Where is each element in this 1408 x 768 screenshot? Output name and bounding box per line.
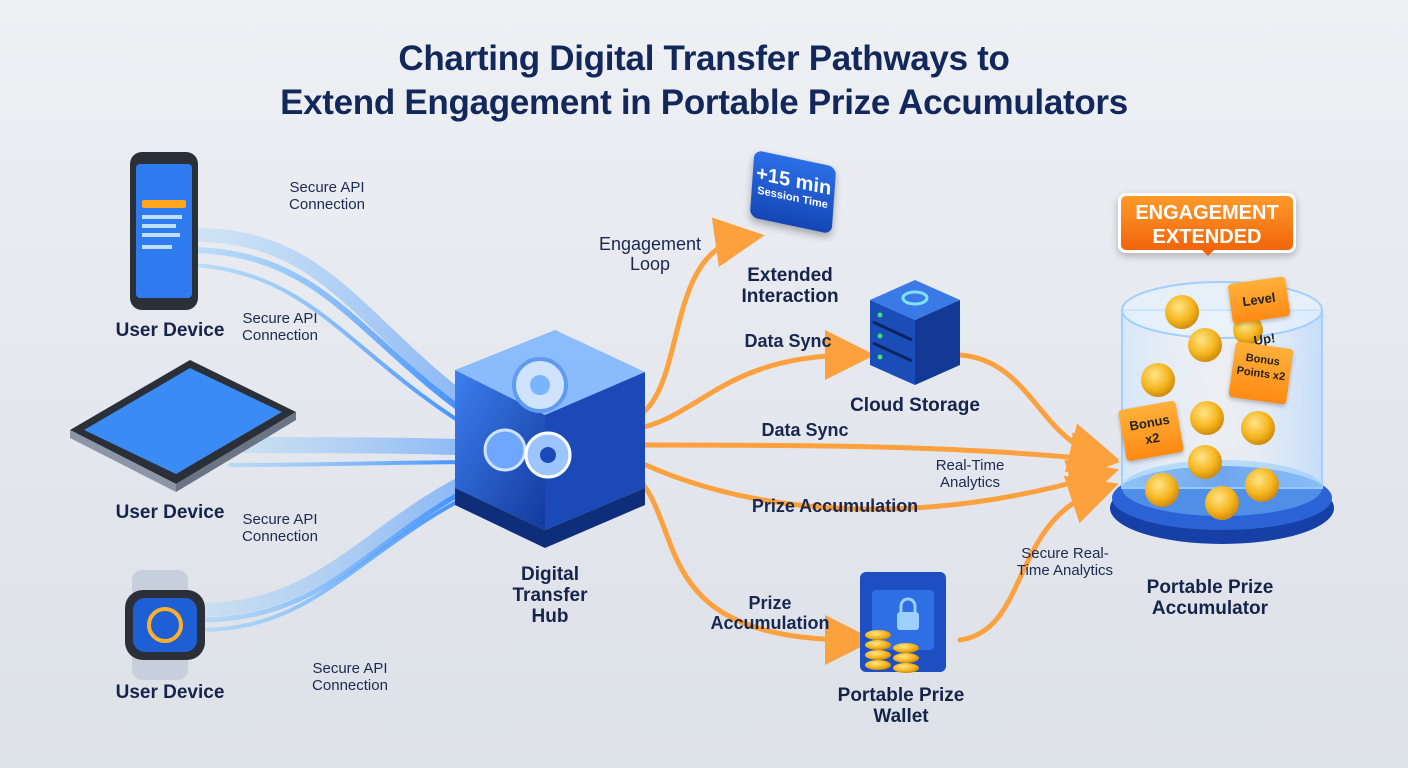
device-label-smartphone: User Device [115,320,225,341]
device-label-smartwatch: User Device [115,682,225,703]
wallet-lock-icon [860,572,946,673]
bonus-points-chip: Bonus Points x2 [1228,341,1294,405]
connection-label-4: Secure API Connection [312,660,388,694]
bonus-chip: Bonus x2 [1117,400,1185,462]
node-label-cloud-storage: Cloud Storage [850,395,980,416]
flow-label-data-sync-1: Data Sync [744,331,832,351]
accumulator-cylinder [1110,281,1334,544]
connection-label-1: Secure API Connection [289,179,365,213]
tablet-icon [70,360,296,492]
flow-label-prize-accumulation-1: Prize Accumulation [751,496,919,516]
coin-icon [865,630,919,673]
flow-label-engagement-loop: Engagement Loop [598,234,702,274]
node-label-extended-interaction: Extended Interaction [741,265,839,307]
server-stack-icon [870,280,960,385]
node-label-accumulator: Portable Prize Accumulator [1146,577,1274,619]
smartphone-icon [130,152,198,310]
gear-cube-icon [455,330,645,548]
flow-label-realtime-analytics: Real-Time Analytics [935,457,1005,491]
flow-label-data-sync-2: Data Sync [761,420,849,440]
engagement-extended-badge: ENGAGEMENT EXTENDED [1118,193,1296,256]
diagram-title-line1: Charting Digital Transfer Pathways to [398,39,1010,78]
connection-label-2: Secure API Connection [242,310,318,344]
node-label-prize-wallet: Portable Prize Wallet [837,685,965,727]
orange-streams [627,217,1120,665]
level-up-chip: Level Up! [1227,276,1291,348]
connection-label-3: Secure API Connection [242,511,318,545]
smartwatch-icon [125,570,205,680]
flow-label-prize-accumulation-2: Prize Accumulation [710,593,830,633]
device-label-tablet: User Device [115,502,225,523]
hub-label: Digital Transfer Hub [512,564,588,627]
flow-label-secure-realtime-analytics: Secure Real-Time Analytics [1016,545,1114,579]
diagram-title-line2: Extend Engagement in Portable Prize Accu… [280,83,1128,122]
